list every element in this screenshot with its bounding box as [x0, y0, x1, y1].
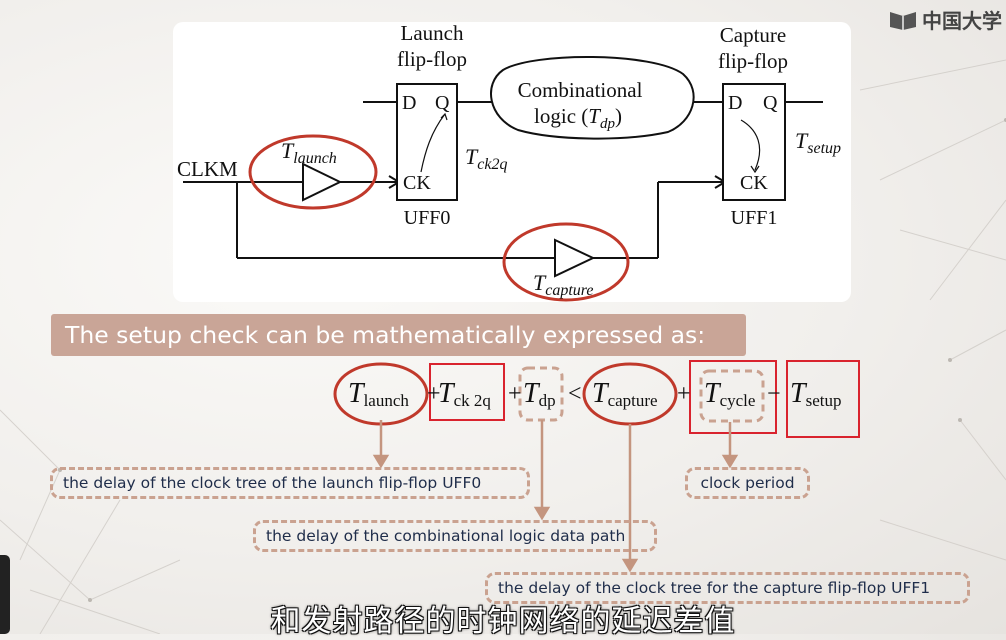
t-ck2q-label: Tck2q [465, 144, 507, 173]
label-data-path-delay: the delay of the combinational logic dat… [253, 520, 657, 552]
ff1-q-pin: Q [763, 92, 778, 114]
launch-ff-title-1: Launch [401, 22, 464, 45]
ff0-name: UFF0 [404, 207, 451, 229]
eq-t-capture: Tcapture [592, 378, 658, 410]
launch-ff-box [396, 83, 458, 201]
ff1-d-pin: D [728, 92, 742, 114]
eq-tck2q-box [429, 363, 505, 421]
comb-logic-line2: logic (Tdp) [534, 104, 622, 132]
eq-t-setup: Tsetup [790, 378, 841, 410]
ff0-d-pin: D [402, 92, 416, 114]
ff0-q-pin: Q [435, 92, 450, 114]
combinational-logic-blob [490, 56, 695, 140]
setup-equation: Tlaunch + Tck 2q + Tdp < Tcapture + Tcyc… [333, 360, 860, 438]
launch-buffer-shape [302, 162, 343, 202]
capture-ff-box [722, 83, 786, 201]
eq-t-cycle: Tcycle [704, 378, 755, 410]
left-edge-strip [0, 555, 10, 634]
eq-op2: + [508, 381, 522, 407]
setup-check-banner: The setup check can be mathematically ex… [51, 314, 746, 356]
eq-t-ck2q: Tck 2q [438, 378, 491, 410]
capture-highlight-ellipse [502, 222, 630, 302]
capture-ff-title-1: Capture [720, 23, 786, 47]
circuit-diagram-panel: Launch flip-flop Capture flip-flop Combi… [173, 21, 851, 302]
launch-highlight-ellipse [248, 134, 378, 210]
eq-op4: + [677, 381, 691, 407]
eq-tsetup-box [786, 360, 860, 438]
comb-logic-line1: Combinational [518, 78, 643, 102]
ff1-name: UFF1 [731, 207, 778, 229]
eq-tcycle-box [689, 360, 777, 434]
ff1-ck-pin: CK [740, 172, 768, 194]
eq-t-dp: Tdp [523, 378, 556, 410]
logo-text: 中国大学 [922, 8, 1002, 33]
launch-ff-title-2: flip-flop [397, 47, 467, 71]
circuit-diagram: Launch flip-flop Capture flip-flop Combi… [177, 21, 841, 302]
t-launch-label: Tlaunch [281, 138, 337, 167]
video-subtitle: 和发射路径的时钟网络的延迟差值 [270, 604, 736, 639]
t-setup-label: Tsetup [795, 128, 841, 157]
book-logo-icon [890, 12, 916, 30]
eq-op5: − [767, 381, 781, 407]
label-clock-period: clock period [685, 467, 810, 499]
capture-ff-title-2: flip-flop [718, 49, 788, 73]
eq-t-launch: Tlaunch [348, 378, 409, 410]
eq-op1: + [427, 381, 441, 407]
eq-op3: < [568, 381, 582, 407]
university-logo: 中国大学 [888, 6, 1002, 33]
clkm-label: CLKM [177, 157, 238, 181]
ff0-ck-pin: CK [403, 172, 431, 194]
label-launch-delay: the delay of the clock tree of the launc… [50, 467, 530, 499]
t-capture-label: Tcapture [533, 270, 594, 299]
eq-tcycle-dashed [699, 369, 765, 423]
capture-buffer-shape [554, 238, 596, 278]
label-capture-delay: the delay of the clock tree for the capt… [485, 572, 970, 604]
